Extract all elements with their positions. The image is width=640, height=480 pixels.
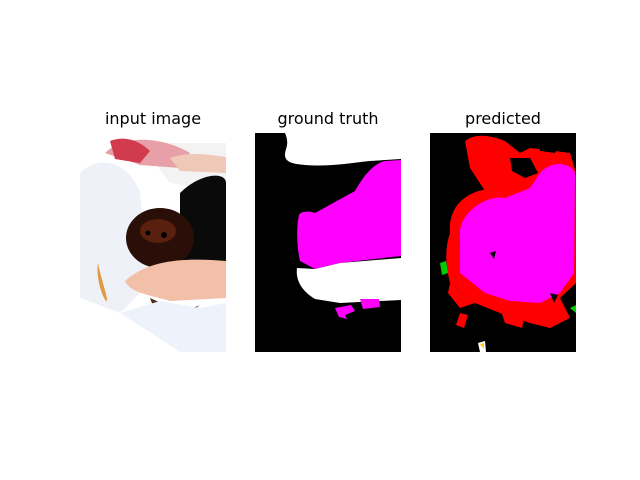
input-image-title: input image [104,109,202,128]
ground-truth-title: ground truth [277,109,379,128]
input-image-panel [80,133,226,352]
ground-truth-mask [255,133,401,352]
ground-truth-panel [255,133,401,352]
predicted-mask [430,133,576,352]
predicted-panel [430,133,576,352]
input-image [80,133,226,352]
predicted-title: predicted [465,109,541,128]
